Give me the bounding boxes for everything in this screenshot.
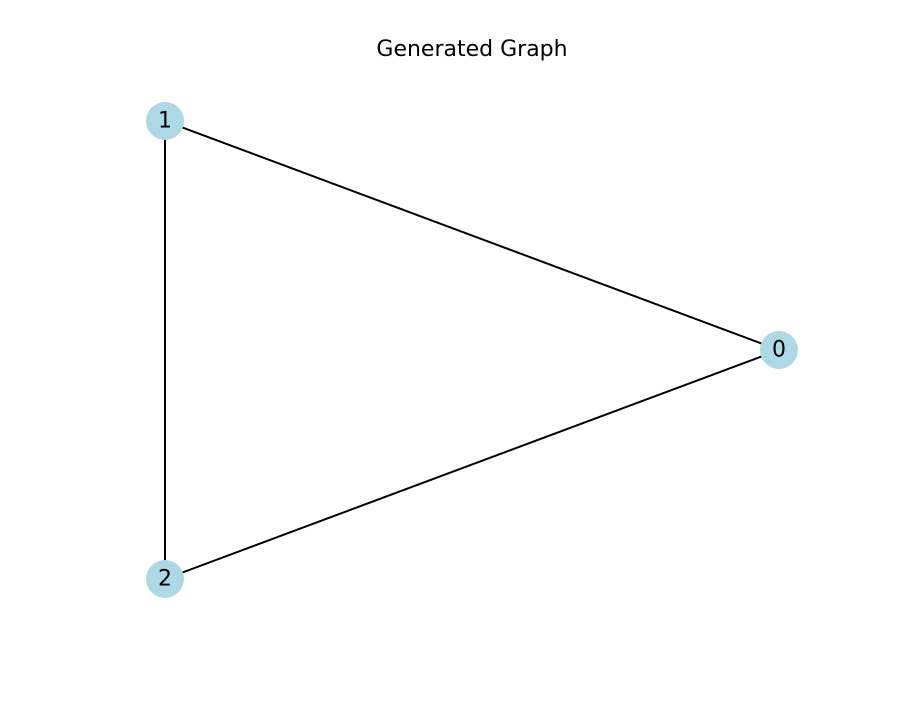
edge-1-0 — [164, 120, 780, 351]
node-label-2: 2 — [158, 567, 172, 592]
node-circle-0 — [760, 331, 798, 369]
node-0: 0 — [760, 331, 798, 369]
edges-layer — [164, 120, 780, 580]
node-label-1: 1 — [158, 109, 172, 134]
nodes-layer: 0 1 2 — [146, 102, 798, 598]
node-circle-2 — [146, 560, 184, 598]
edge-0-2 — [164, 349, 780, 580]
node-1: 1 — [146, 102, 184, 140]
node-label-0: 0 — [772, 338, 786, 363]
node-circle-1 — [146, 102, 184, 140]
node-2: 2 — [146, 560, 184, 598]
graph-title: Generated Graph — [376, 37, 568, 62]
